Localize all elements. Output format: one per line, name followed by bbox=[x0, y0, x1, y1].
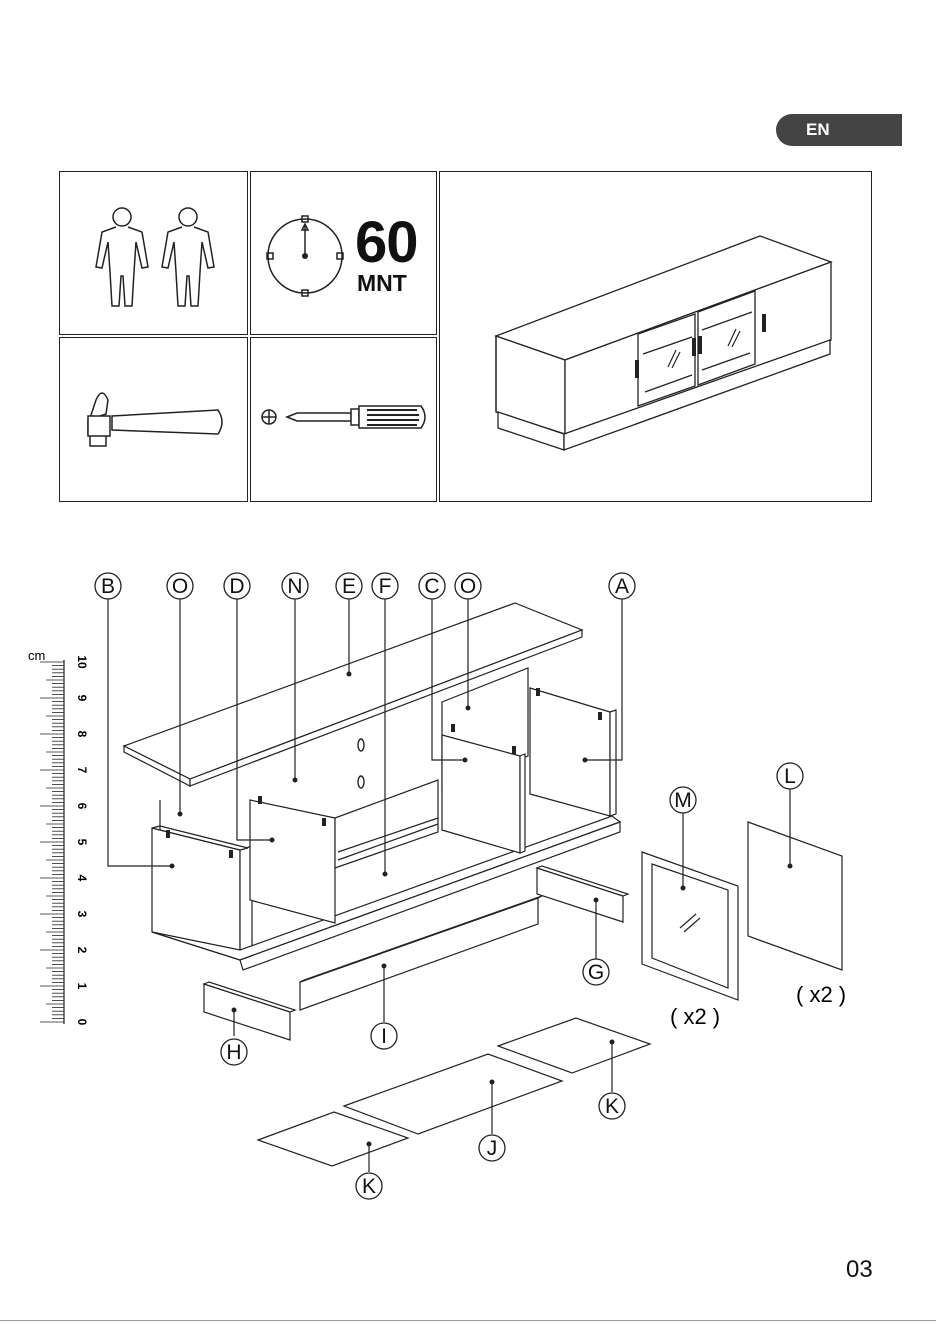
part-label-f: F bbox=[379, 575, 392, 598]
ruler-label: 10 bbox=[75, 655, 89, 669]
hammer-icon bbox=[60, 338, 249, 503]
ruler-label: 6 bbox=[75, 803, 89, 810]
ruler-unit: cm bbox=[28, 648, 45, 663]
phillips-screwdriver-icon bbox=[251, 338, 438, 503]
ruler-label: 3 bbox=[75, 911, 89, 918]
ruler: 0 1 2 3 4 5 6 7 8 9 10 cm bbox=[28, 648, 89, 1026]
part-label-l: L bbox=[784, 765, 796, 788]
quantity-l: ( x2 ) bbox=[796, 982, 846, 1007]
screwdriver-panel bbox=[250, 337, 437, 502]
quantity-m: ( x2 ) bbox=[670, 1004, 720, 1029]
part-label-a: A bbox=[615, 575, 629, 598]
tv-cabinet-illustration bbox=[440, 172, 873, 503]
part-label-k-right: K bbox=[605, 1095, 619, 1118]
page-bottom-rule bbox=[0, 1320, 936, 1321]
part-label-k-left: K bbox=[362, 1175, 376, 1198]
ruler-label: 7 bbox=[75, 767, 89, 774]
ruler-label: 5 bbox=[75, 839, 89, 846]
part-label-m: M bbox=[674, 789, 692, 812]
part-label-o-right: O bbox=[460, 575, 476, 598]
part-label-g: G bbox=[588, 961, 604, 984]
ruler-label: 9 bbox=[75, 695, 89, 702]
ruler-label: 1 bbox=[75, 983, 89, 990]
part-label-c: C bbox=[424, 575, 439, 598]
assembly-time-unit: MNT bbox=[357, 272, 407, 295]
part-label-o-left: O bbox=[172, 575, 188, 598]
language-badge: EN bbox=[776, 114, 902, 146]
part-label-e: E bbox=[342, 575, 356, 598]
part-label-b: B bbox=[101, 575, 115, 598]
persons-panel bbox=[59, 171, 248, 335]
part-label-n: N bbox=[287, 575, 302, 598]
exploded-parts-diagram: 0 1 2 3 4 5 6 7 8 9 10 cm bbox=[0, 560, 936, 1260]
ruler-label: 4 bbox=[75, 875, 89, 882]
part-label-d: D bbox=[229, 575, 244, 598]
part-label-h: H bbox=[226, 1041, 241, 1064]
ruler-label: 0 bbox=[75, 1019, 89, 1026]
two-persons-icon bbox=[60, 172, 249, 336]
page-number: 03 bbox=[846, 1256, 873, 1284]
assembly-time-value: 60 bbox=[355, 214, 418, 272]
hammer-panel bbox=[59, 337, 248, 502]
product-preview-panel bbox=[439, 171, 872, 502]
ruler-label: 8 bbox=[75, 731, 89, 738]
part-label-i: I bbox=[381, 1025, 387, 1048]
time-panel: 60 MNT bbox=[250, 171, 437, 335]
part-label-j: J bbox=[487, 1137, 498, 1160]
ruler-label: 2 bbox=[75, 947, 89, 954]
